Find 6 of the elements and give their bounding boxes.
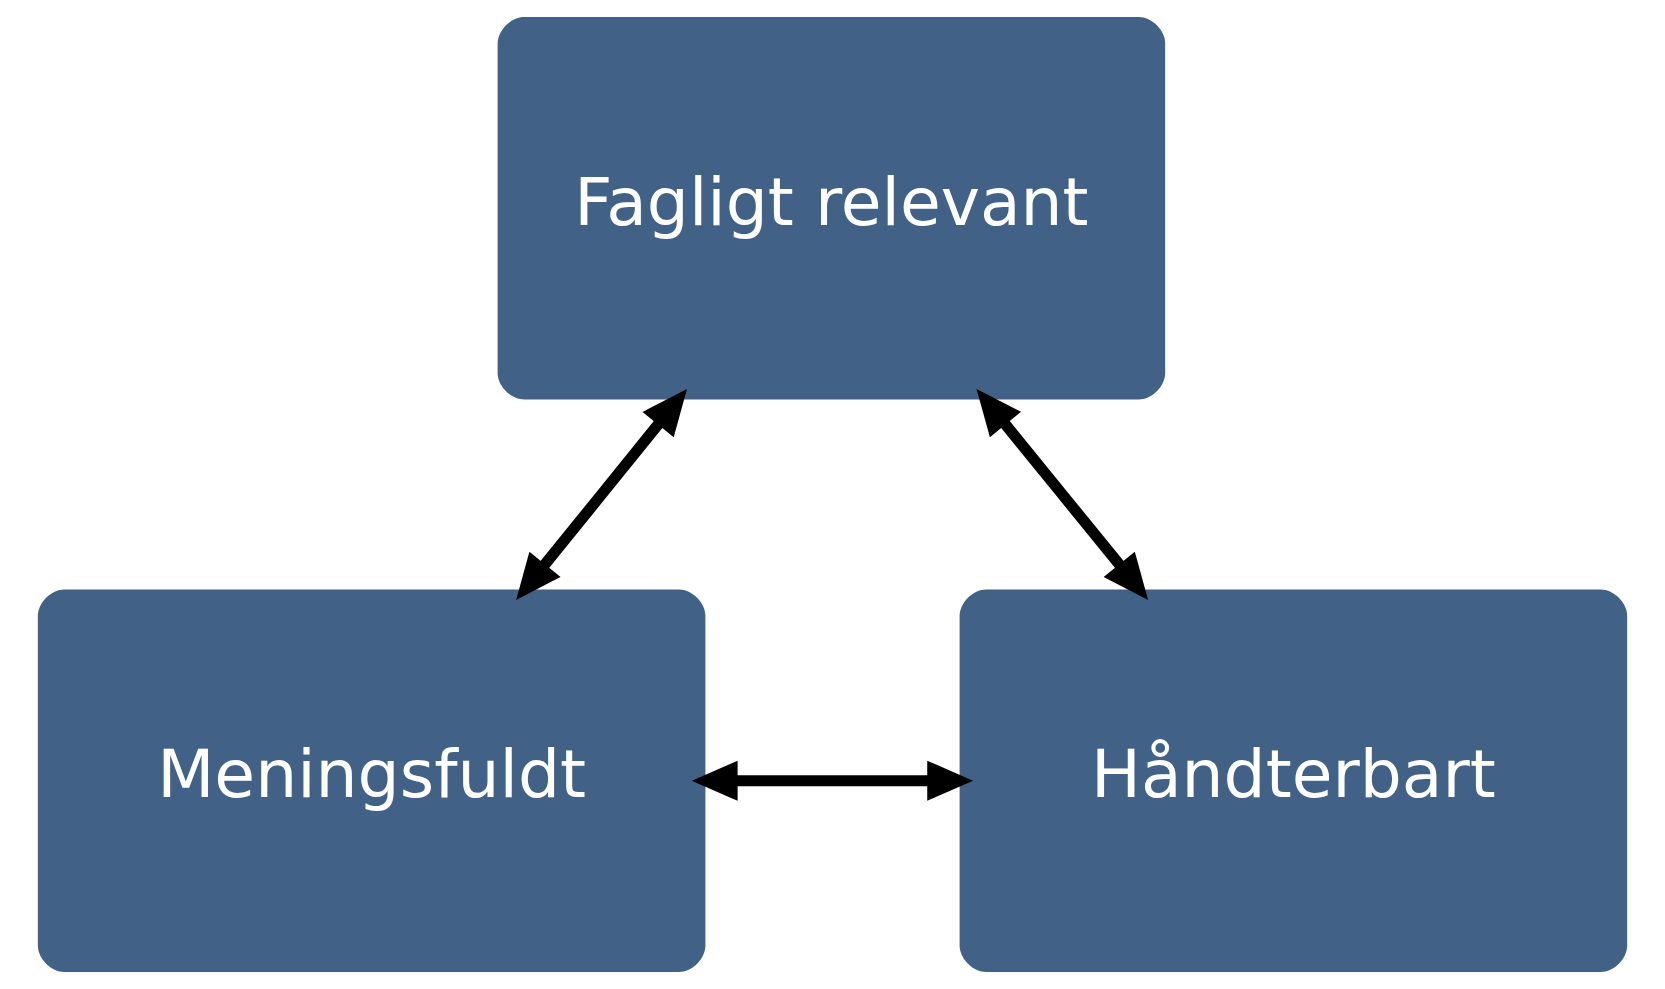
arrow [976,388,1149,600]
node-box: Fagligt relevant [497,17,1166,400]
node-box: Meningsfuldt [37,589,706,972]
arrow [516,388,687,600]
arrow [691,760,974,801]
node-box: Håndterbart [959,589,1628,972]
